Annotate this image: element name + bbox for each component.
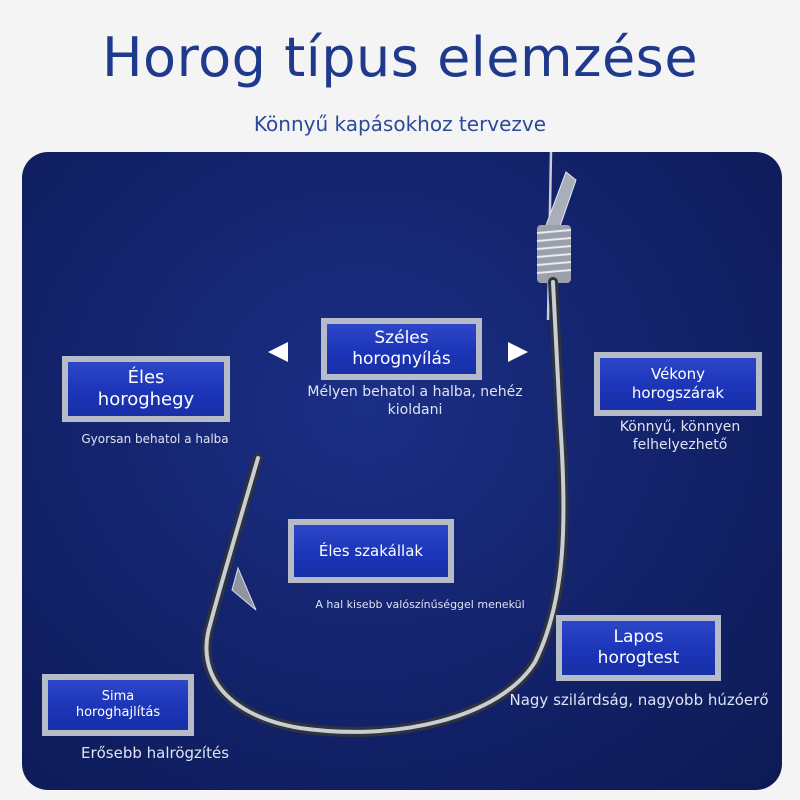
- sharp-point-title-line1: Éles: [127, 366, 165, 388]
- sharp-point-tag: Éles horoghegy: [62, 356, 230, 422]
- smooth-bend-title-line1: Sima: [101, 688, 135, 704]
- thin-shank-desc-line1: Könnyű, könnyen: [619, 419, 741, 435]
- page-title: Horog típus elemzése: [101, 26, 699, 89]
- right-triangle-arrow-icon: [508, 342, 528, 362]
- wide-gap-title-line1: Széles: [374, 327, 429, 348]
- flat-body-title-line1: Lapos: [613, 626, 664, 647]
- sharp-point-title-line2: horoghegy: [97, 389, 195, 410]
- wide-gap-desc: Mélyen behatol a halba, nehéz kioldani: [290, 384, 540, 419]
- wide-gap-title-line2: horognyílás: [352, 349, 451, 369]
- hook-body-highlight: [204, 280, 566, 734]
- sharp-barb-desc: A hal kisebb valószínűséggel menekül: [315, 598, 525, 611]
- sharp-barb-title: Éles szakállak: [318, 541, 424, 560]
- thin-shank-tag: Vékony horogszárak: [594, 352, 762, 416]
- flat-body-title-line2: horogtest: [597, 648, 680, 668]
- wide-gap-desc-line2: kioldani: [387, 401, 443, 418]
- left-triangle-arrow-icon: [268, 342, 288, 362]
- sharp-barb-tag: Éles szakállak: [288, 519, 454, 583]
- thin-shank-title-line1: Vékony: [650, 365, 706, 384]
- wide-gap-desc-line1: Mélyen behatol a halba, nehéz: [307, 384, 523, 400]
- smooth-bend-desc: Erősebb halrögzítés: [80, 744, 230, 762]
- thin-shank-desc-line2: felhelyezhető: [632, 436, 728, 453]
- hook-barb: [231, 566, 257, 611]
- smooth-bend-title-line2: horoghajlítás: [75, 705, 161, 720]
- smooth-bend-tag: Sima horoghajlítás: [42, 674, 194, 736]
- hook-line-wrap: [536, 225, 572, 283]
- sharp-point-desc: Gyorsan behatol a halba: [81, 432, 229, 446]
- page-subtitle: Könnyű kapásokhoz tervezve: [253, 112, 547, 136]
- flat-body-desc: Nagy szilárdság, nagyobb húzóerő: [509, 691, 769, 709]
- thin-shank-title-line2: horogszárak: [631, 384, 725, 402]
- thin-shank-desc: Könnyű, könnyen felhelyezhető: [590, 419, 770, 454]
- flat-body-tag: Lapos horogtest: [556, 615, 721, 681]
- wide-gap-tag: Széles horognyílás: [321, 318, 482, 380]
